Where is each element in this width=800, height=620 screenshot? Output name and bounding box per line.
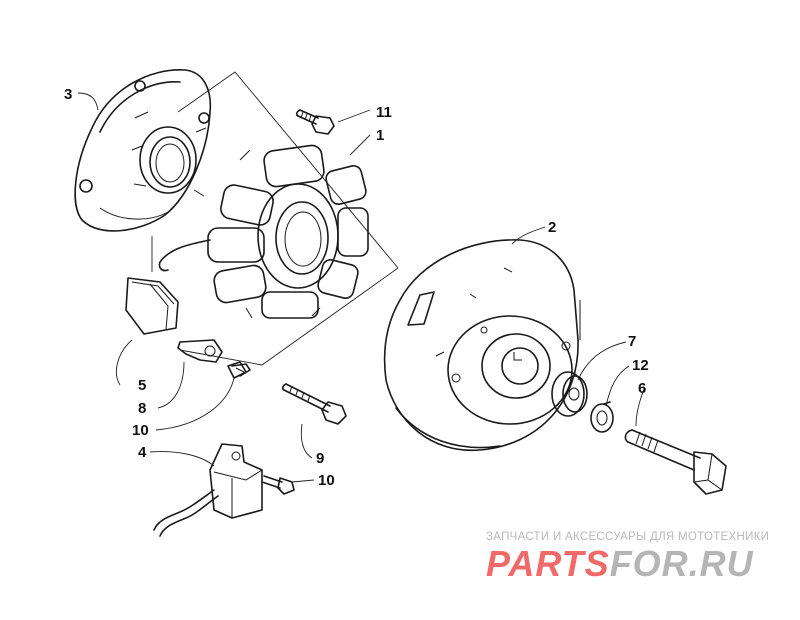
leader-lines: [77, 71, 645, 483]
callout-12: 12: [632, 357, 649, 374]
part-2-flywheel: [383, 239, 581, 452]
watermark: ЗАПЧАСТИ И АКСЕССУАРЫ ДЛЯ МОТОТЕХНИКИ PA…: [486, 531, 769, 584]
svg-text:PARTSFOR.RU: PARTSFOR.RU: [486, 543, 754, 584]
part-10-screw-upper: [227, 361, 251, 379]
watermark-brand-left: PARTS: [486, 543, 610, 584]
part-5-pickup-pad: [125, 277, 179, 335]
part-8-bracket: [177, 339, 223, 363]
part-11-bolt: [295, 109, 335, 135]
callout-10-upper: 10: [132, 422, 149, 439]
part-3-stator-housing: [74, 69, 212, 232]
part-1-stator: [158, 144, 369, 319]
callout-7: 7: [628, 333, 636, 350]
callout-11: 11: [376, 104, 392, 121]
part-7-washer: [551, 371, 588, 417]
callout-4: 4: [138, 444, 147, 461]
callout-1: 1: [376, 127, 384, 144]
part-10-screw-lower: [261, 475, 295, 495]
part-4-pickup-coil: [153, 443, 263, 537]
watermark-brand-right: FOR.RU: [610, 543, 754, 584]
callout-6: 6: [638, 380, 646, 397]
callout-2: 2: [548, 219, 556, 236]
watermark-tagline: ЗАПЧАСТИ И АКСЕССУАРЫ ДЛЯ МОТОТЕХНИКИ: [486, 531, 769, 543]
part-9-long-bolt: [281, 383, 347, 425]
part-12-lock-washer: [590, 401, 614, 433]
callout-5: 5: [138, 377, 146, 394]
callout-labels: 3 11 1 2 7 12 6 5 8 10 4 9 10: [64, 86, 649, 489]
callout-8: 8: [138, 400, 146, 417]
callout-9: 9: [316, 450, 324, 467]
callout-3: 3: [64, 86, 72, 103]
callout-10-lower: 10: [318, 472, 335, 489]
part-6-flywheel-bolt: [624, 429, 727, 495]
